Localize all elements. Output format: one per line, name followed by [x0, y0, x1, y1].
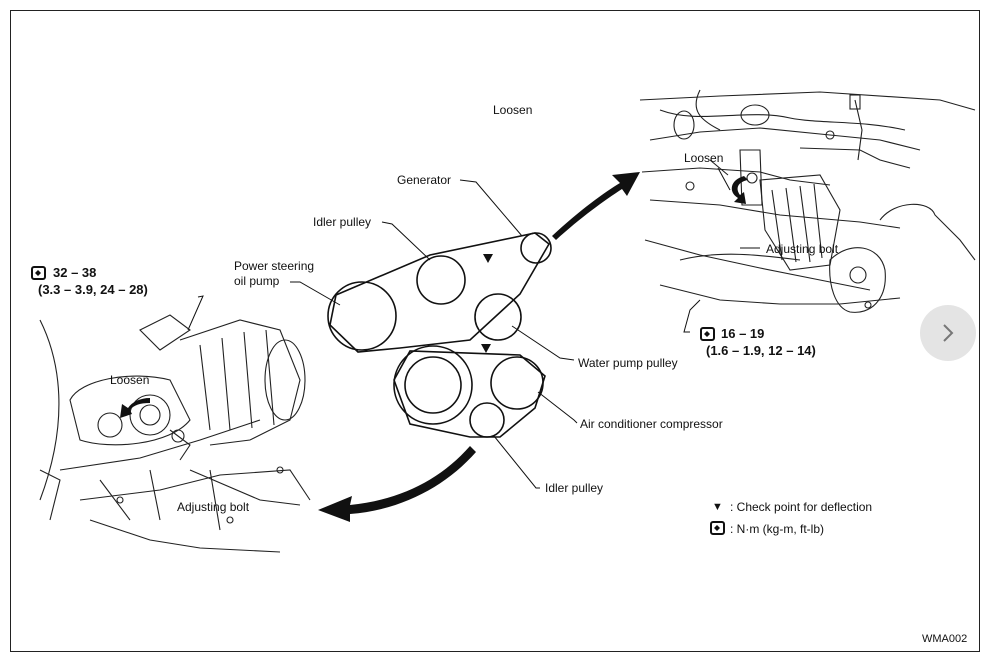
legend-check-point: : Check point for deflection	[730, 500, 873, 514]
arrow-to-right-view	[552, 172, 640, 240]
torque-left-value: 32 – 38	[53, 265, 97, 280]
torque-wrench-icon	[710, 521, 725, 535]
power-steering-label-line2: oil pump	[234, 274, 280, 288]
generator-label: Generator	[397, 173, 452, 187]
water-pump-pulley	[474, 293, 522, 341]
torque-left-conversions: (3.3 – 3.9, 24 – 28)	[38, 282, 148, 297]
loosen-label-top: Loosen	[493, 103, 533, 117]
adjusting-bolt-label-left: Adjusting bolt	[177, 500, 250, 514]
check-point-marker-bottom	[481, 344, 491, 353]
crankshaft-pulley-outer	[393, 345, 473, 425]
check-point-icon: ▼	[712, 501, 723, 513]
torque-right-value: 16 – 19	[721, 326, 765, 341]
water-pump-pulley-label: Water pump pulley	[578, 356, 678, 370]
power-steering-pulley	[327, 281, 397, 351]
loosen-label-right: Loosen	[684, 151, 724, 165]
air-conditioner-compressor-label: Air conditioner compressor	[580, 417, 723, 431]
belt-inner	[393, 350, 546, 438]
check-point-marker-top	[483, 254, 493, 263]
left-loosen-arrow	[120, 398, 150, 418]
figure-code: WMA002	[922, 633, 968, 645]
idler-pulley-bottom	[469, 402, 505, 438]
right-engine-view	[639, 89, 976, 313]
idler-pulley-label-bottom: Idler pulley	[545, 481, 604, 495]
torque-right-conversions: (1.6 – 1.9, 12 – 14)	[706, 343, 816, 358]
figure-frame	[10, 10, 980, 652]
torque-wrench-icon	[700, 327, 715, 341]
arrow-to-left-view	[318, 446, 476, 522]
right-loosen-arrow	[731, 176, 748, 204]
power-steering-label-line1: Power steering	[234, 259, 315, 273]
adjusting-bolt-label-right: Adjusting bolt	[766, 242, 839, 256]
belt-outer	[329, 232, 551, 353]
idler-pulley-label-top: Idler pulley	[313, 215, 372, 229]
next-button[interactable]	[920, 305, 976, 361]
torque-wrench-icon	[31, 266, 46, 280]
loosen-label-left: Loosen	[110, 373, 150, 387]
chevron-right-icon	[943, 324, 954, 342]
crankshaft-pulley-inner	[404, 356, 462, 414]
ac-compressor-pulley	[490, 356, 544, 410]
left-engine-view	[39, 314, 311, 553]
idler-pulley-top	[416, 255, 466, 305]
legend-torque-units: : N·m (kg-m, ft-lb)	[730, 522, 824, 536]
